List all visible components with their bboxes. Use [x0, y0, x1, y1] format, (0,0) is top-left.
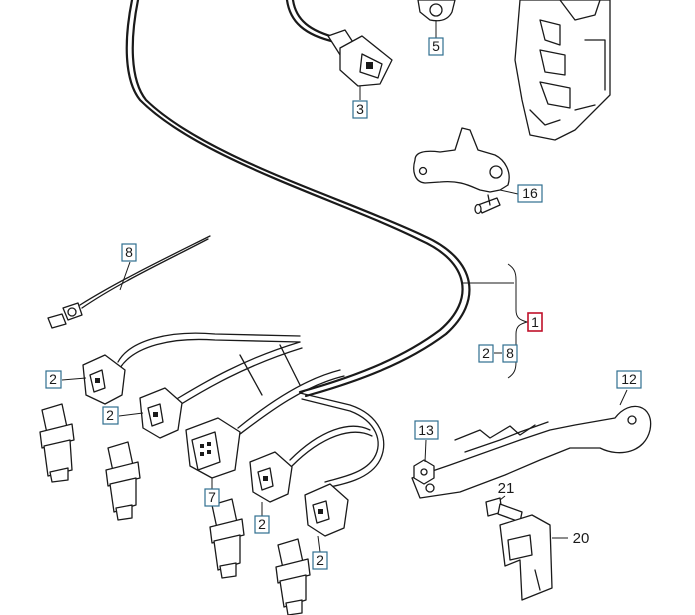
callout-range[interactable]: 2 8 — [478, 344, 518, 363]
bolt-21 — [485, 497, 523, 523]
callout-2c[interactable]: 2 — [254, 515, 270, 534]
main-harness-cable — [125, 0, 471, 398]
callout-13-label: 13 — [418, 422, 434, 438]
leader-lines — [61, 20, 628, 553]
callout-5-label: 5 — [432, 38, 440, 54]
range-bracket — [462, 263, 529, 379]
bracket-20 — [499, 514, 553, 601]
connector-2a — [82, 354, 126, 405]
bracket-16 — [413, 127, 510, 215]
callout-21-label: 21 — [498, 480, 515, 497]
callout-20[interactable]: 20 — [573, 530, 590, 547]
callout-2d-label: 2 — [316, 552, 324, 568]
callout-12-label: 12 — [621, 371, 637, 387]
callout-13[interactable]: 13 — [414, 420, 439, 440]
callout-8-label: 8 — [125, 244, 133, 260]
injector-1 — [39, 403, 75, 483]
connector-3 — [327, 29, 393, 87]
callout-2b-label: 2 — [106, 407, 114, 423]
callout-16-label: 16 — [522, 185, 538, 201]
callout-range-from: 2 — [482, 345, 490, 361]
injector-4 — [275, 538, 311, 615]
connector-2d — [304, 483, 349, 537]
callout-2a[interactable]: 2 — [45, 370, 62, 389]
callout-21[interactable]: 21 — [498, 480, 515, 497]
callout-2a-label: 2 — [49, 371, 57, 387]
injector-3 — [209, 498, 245, 579]
callout-range-to: 8 — [506, 345, 514, 361]
cable-tie-8 — [47, 235, 211, 329]
callout-20-label: 20 — [573, 530, 590, 547]
callout-7[interactable]: 7 — [204, 488, 220, 507]
sub-harness-loop — [117, 332, 385, 489]
callout-7-label: 7 — [208, 489, 216, 505]
relay-bracket — [514, 0, 611, 141]
callout-8[interactable]: 8 — [121, 243, 137, 262]
fuel-rail-12 — [411, 405, 652, 499]
callout-3-label: 3 — [356, 101, 364, 117]
callout-2b[interactable]: 2 — [102, 406, 119, 425]
connector-2c — [249, 451, 293, 503]
callout-2d[interactable]: 2 — [312, 551, 328, 570]
connector-2b — [139, 387, 183, 439]
callout-3[interactable]: 3 — [352, 100, 368, 119]
callout-16[interactable]: 16 — [517, 184, 543, 203]
callout-1[interactable]: 1 — [527, 312, 543, 332]
callout-1-label: 1 — [531, 314, 539, 330]
connector-7 — [185, 417, 241, 479]
callout-5[interactable]: 5 — [428, 37, 444, 56]
callout-12[interactable]: 12 — [616, 370, 642, 389]
injector-2 — [105, 441, 141, 521]
callout-2c-label: 2 — [258, 516, 266, 532]
nut-13 — [413, 459, 435, 485]
part-5 — [417, 0, 456, 22]
